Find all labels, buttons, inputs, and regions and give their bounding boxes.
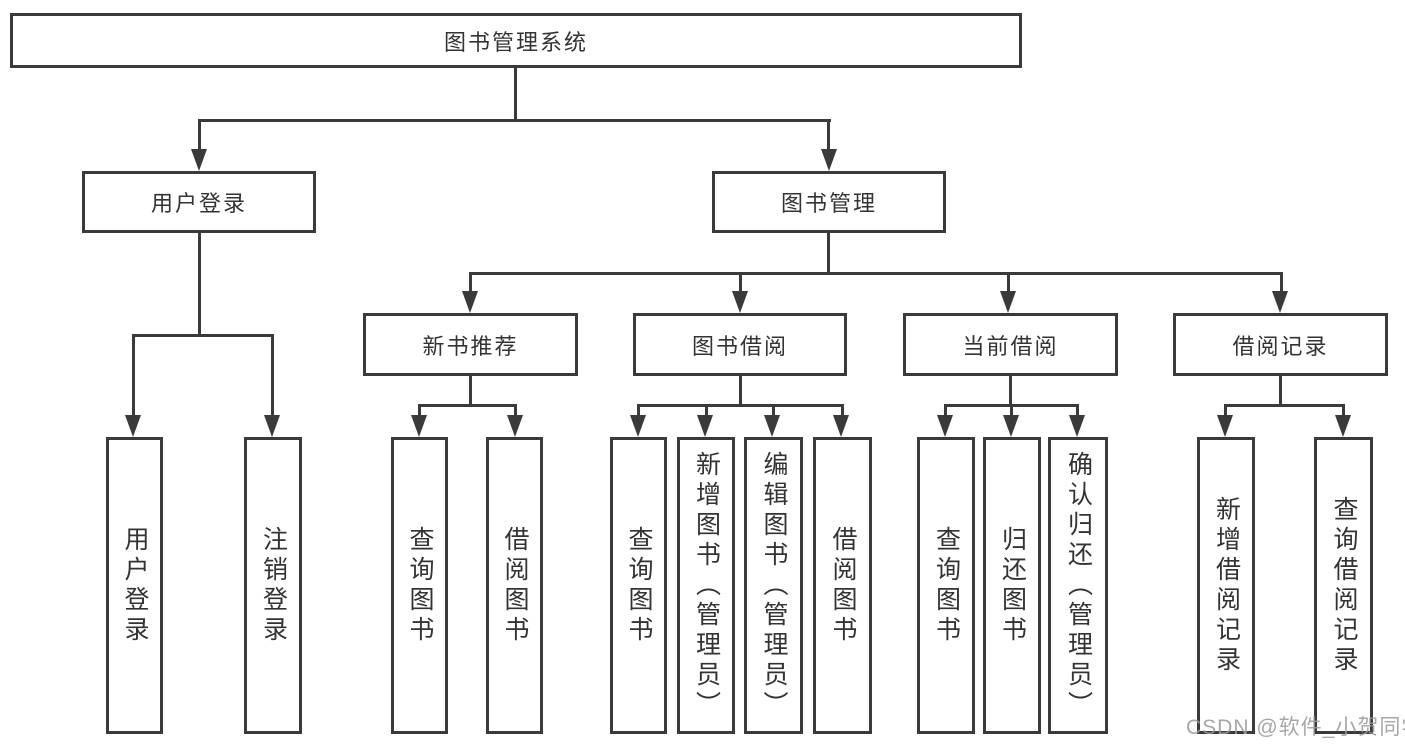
node-leaf-query-borrow-record: 查询借阅记录 — [1314, 437, 1373, 734]
connector-stub — [841, 404, 844, 417]
connector-stub — [198, 119, 201, 153]
connector-user-login-stem — [198, 233, 201, 337]
node-leaf-query-books-recommend: 查询图书 — [391, 437, 448, 734]
leaf-label: 查询图书 — [406, 525, 434, 646]
arrow-down-icon — [191, 149, 207, 171]
arrow-down-icon — [732, 291, 748, 313]
arrow-down-icon — [1335, 415, 1351, 437]
connector-recommend-stem — [469, 376, 472, 406]
leaf-label: 归还图书 — [998, 525, 1027, 646]
arrow-down-icon — [264, 415, 280, 437]
connector-root-bar — [198, 119, 831, 122]
connector-stub — [514, 404, 517, 417]
arrow-down-icon — [937, 415, 953, 437]
connector-stub — [1010, 404, 1013, 417]
connector-stub — [739, 272, 742, 293]
connector-stub — [1224, 404, 1227, 417]
connector-user-login-bar — [132, 334, 274, 337]
node-book-borrowing: 图书借阅 — [633, 313, 847, 376]
arrow-down-icon — [833, 415, 849, 437]
node-user-login: 用户登录 — [82, 171, 316, 233]
connector-root-stem — [514, 68, 517, 121]
leaf-label: 注销登录 — [259, 525, 288, 646]
connector-stub — [1076, 404, 1079, 417]
connector-records-bar — [1224, 404, 1345, 407]
leaf-label: 用户登录 — [121, 525, 149, 646]
arrow-down-icon — [764, 415, 780, 437]
arrow-down-icon — [1000, 291, 1016, 313]
connector-book-mgmt-stem — [827, 233, 830, 274]
leaf-label: 查询图书 — [625, 525, 653, 646]
connector-records-stem — [1279, 376, 1282, 406]
node-current-borrowing: 当前借阅 — [903, 313, 1118, 376]
node-leaf-return-book: 归还图书 — [983, 437, 1041, 734]
connector-stub — [132, 334, 135, 417]
arrow-down-icon — [630, 415, 646, 437]
connector-borrowing-bar — [637, 404, 843, 407]
leaf-label: 新增图书（管理员） — [692, 450, 721, 721]
connector-stub — [944, 404, 947, 417]
node-borrowing-records: 借阅记录 — [1173, 313, 1388, 376]
connector-recommend-bar — [418, 404, 517, 407]
leaf-label: 查询借阅记录 — [1330, 495, 1358, 676]
connector-stub — [1007, 272, 1010, 293]
leaf-label: 新增借阅记录 — [1212, 495, 1241, 676]
connector-stub — [1280, 272, 1283, 293]
connector-stub — [1342, 404, 1345, 417]
connector-stub — [772, 404, 775, 417]
node-leaf-user-login: 用户登录 — [106, 437, 163, 734]
connector-stub — [827, 119, 830, 153]
node-root-library-management-system: 图书管理系统 — [10, 13, 1022, 68]
node-leaf-query-books-current: 查询图书 — [917, 437, 975, 734]
node-leaf-edit-book-admin: 编辑图书（管理员） — [744, 437, 803, 734]
node-book-management: 图书管理 — [712, 171, 946, 233]
connector-stub — [418, 404, 421, 417]
arrow-down-icon — [462, 291, 478, 313]
node-leaf-query-books-borrowing: 查询图书 — [610, 437, 667, 734]
leaf-label: 借阅图书 — [501, 525, 529, 646]
node-leaf-add-borrow-record: 新增借阅记录 — [1197, 437, 1255, 734]
csdn-watermark: CSDN @软件_小贺同学 — [1186, 716, 1405, 739]
arrow-down-icon — [411, 415, 427, 437]
arrow-down-icon — [697, 415, 713, 437]
arrow-down-icon — [507, 415, 523, 437]
arrow-down-icon — [821, 149, 837, 171]
arrow-down-icon — [1069, 415, 1085, 437]
node-leaf-borrow-books: 借阅图书 — [813, 437, 872, 734]
leaf-label: 查询图书 — [932, 525, 961, 646]
leaf-label: 确认归还（管理员） — [1064, 450, 1093, 721]
arrow-down-icon — [1003, 415, 1019, 437]
node-leaf-logout: 注销登录 — [244, 437, 302, 734]
connector-stub — [271, 334, 274, 417]
connector-stub — [469, 272, 472, 293]
connector-stub — [705, 404, 708, 417]
connector-current-stem — [1009, 376, 1012, 406]
arrow-down-icon — [1272, 291, 1288, 313]
node-leaf-confirm-return-admin: 确认归还（管理员） — [1048, 437, 1108, 734]
leaf-label: 借阅图书 — [829, 525, 857, 646]
node-leaf-borrow-books-recommend: 借阅图书 — [486, 437, 543, 734]
connector-borrowing-stem — [739, 376, 742, 406]
arrow-down-icon — [1217, 415, 1233, 437]
leaf-label: 编辑图书（管理员） — [760, 450, 788, 721]
arrow-down-icon — [125, 415, 141, 437]
node-leaf-add-book-admin: 新增图书（管理员） — [677, 437, 735, 734]
connector-stub — [637, 404, 640, 417]
node-new-book-recommendation: 新书推荐 — [363, 313, 578, 376]
connector-book-mgmt-bar — [469, 272, 1283, 275]
